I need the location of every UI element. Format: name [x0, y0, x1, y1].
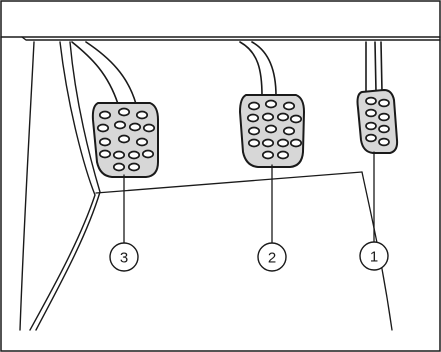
pedal-1-arm	[365, 41, 383, 93]
pedal-1-holes	[365, 96, 390, 147]
callout-2-label: 2	[268, 250, 276, 267]
pedal-3-arm	[71, 41, 137, 105]
tunnel-contour-inner	[35, 41, 101, 331]
callout-3: 3	[109, 242, 139, 272]
callout-1-label: 1	[370, 249, 378, 266]
pedal-3-holes	[96, 107, 156, 172]
right-floor-contour	[361, 171, 393, 331]
callout-2: 2	[257, 242, 287, 272]
pedal-2-holes	[246, 99, 303, 160]
floor-line	[95, 171, 363, 194]
callout-3-label: 3	[120, 250, 128, 267]
pedal-2-arm	[239, 41, 277, 97]
tunnel-contour-mid	[29, 41, 96, 331]
dashboard-edge	[21, 36, 441, 41]
callout-1: 1	[359, 241, 389, 271]
tunnel-contour-outer	[19, 41, 35, 331]
pedal-1-pad	[356, 88, 399, 154]
